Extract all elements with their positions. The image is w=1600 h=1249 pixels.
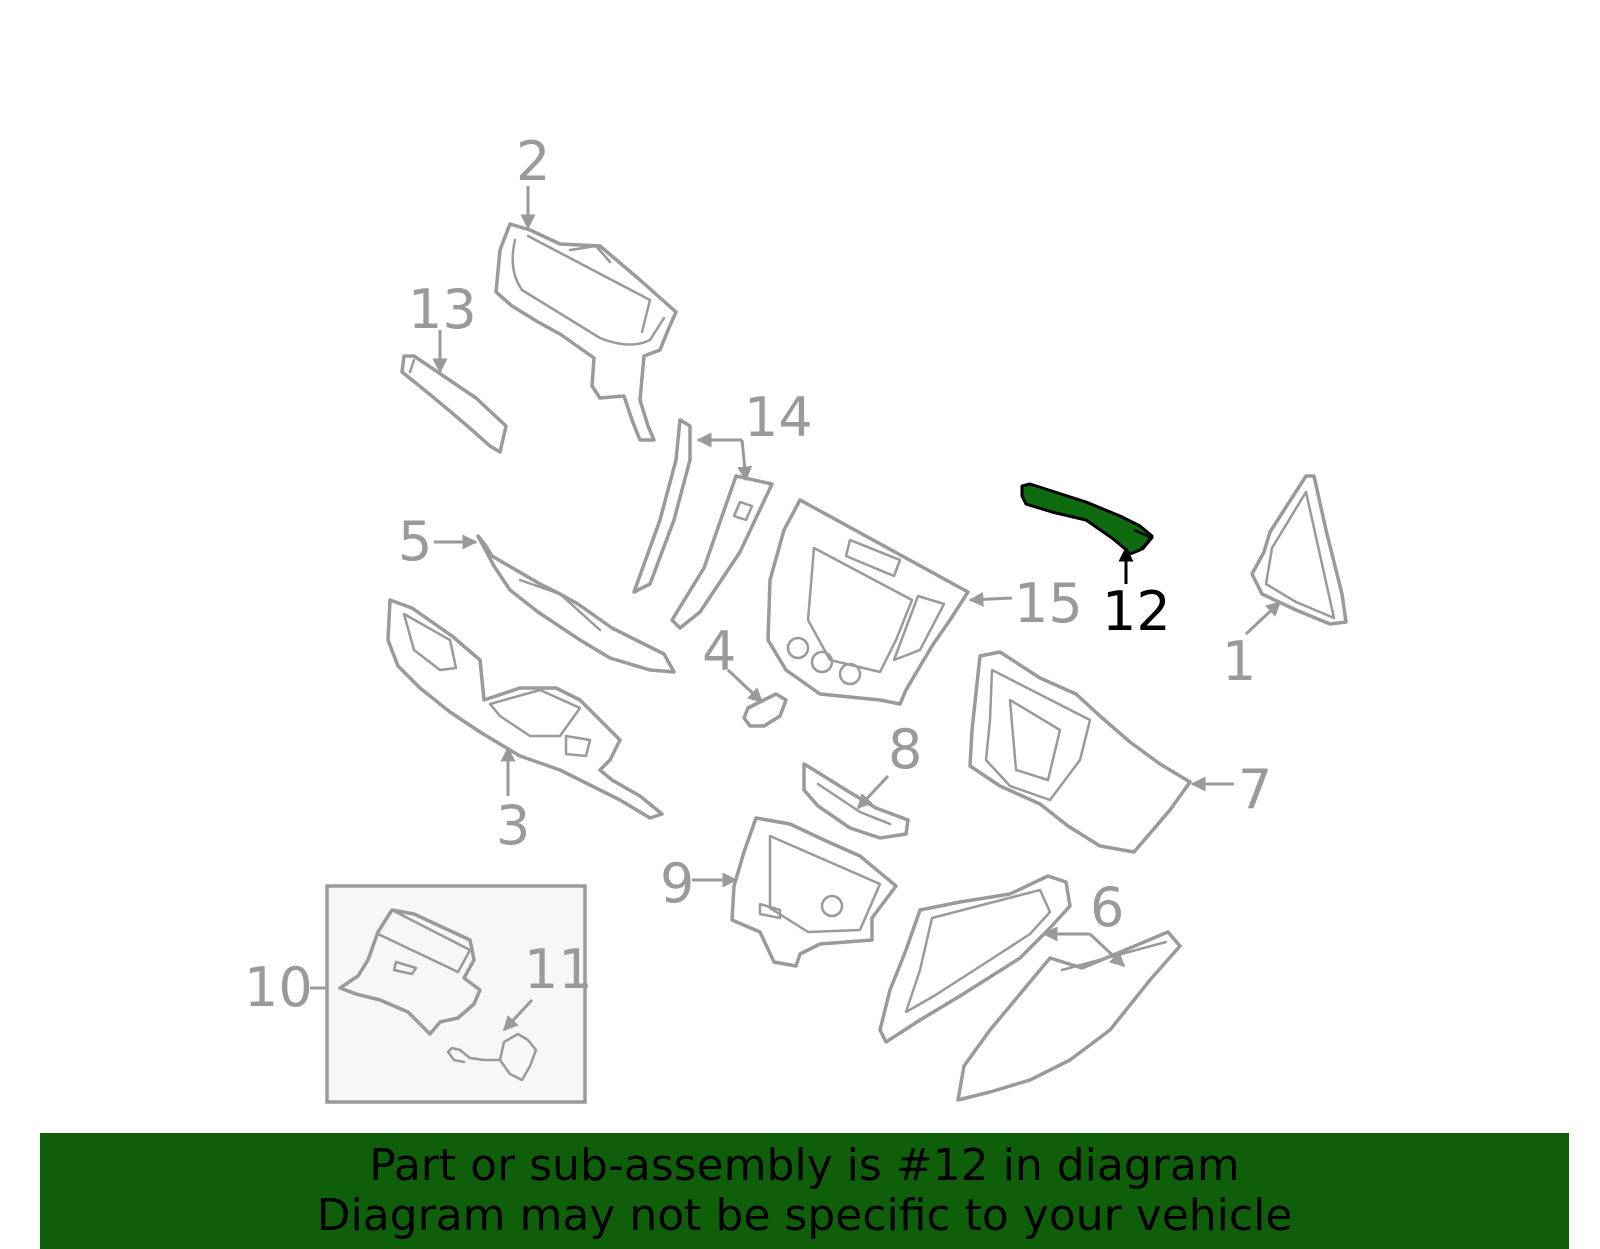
info-banner: Part or sub-assembly is #12 in diagram D…	[40, 1133, 1569, 1249]
part-1-triangle-trim[interactable]	[1250, 474, 1348, 626]
part-2-cluster-hood[interactable]	[494, 222, 678, 442]
callout-11: 11	[524, 938, 593, 1001]
part-6-side-panels[interactable]	[878, 874, 1182, 1102]
part-9-center-panel[interactable]	[730, 816, 898, 968]
callout-1: 1	[1222, 630, 1256, 693]
callout-2: 2	[516, 130, 550, 193]
part-12-highlighted-trim[interactable]	[1020, 482, 1155, 556]
callout-5: 5	[398, 510, 432, 573]
part-7-console-front[interactable]	[968, 650, 1192, 854]
part-15-center-bezel[interactable]	[766, 498, 970, 706]
part-3-lower-panel[interactable]	[386, 598, 664, 820]
callout-12: 12	[1102, 580, 1171, 643]
part-11-sensor-connector[interactable]	[446, 1032, 538, 1082]
callout-8: 8	[888, 718, 922, 781]
inset-box-10-11	[325, 884, 587, 1104]
part-13-trim-strip[interactable]	[400, 354, 508, 454]
part-10-airbag-module[interactable]	[338, 908, 482, 1036]
part-14-pillar-trims[interactable]	[632, 418, 774, 630]
part-4-clip[interactable]	[742, 692, 788, 728]
banner-line-1: Part or sub-assembly is #12 in diagram	[369, 1140, 1240, 1191]
callout-7: 7	[1238, 758, 1272, 821]
banner-line-2: Diagram may not be specific to your vehi…	[316, 1190, 1293, 1241]
callout-10: 10	[244, 956, 313, 1019]
callout-15: 15	[1014, 572, 1083, 635]
callout-13: 13	[408, 278, 477, 341]
callout-3: 3	[496, 794, 530, 857]
callout-6: 6	[1090, 876, 1124, 939]
callout-9: 9	[660, 852, 694, 915]
part-5-upper-dash-trim[interactable]	[476, 534, 676, 674]
callout-14: 14	[744, 386, 813, 449]
part-8-small-trim[interactable]	[802, 762, 910, 840]
